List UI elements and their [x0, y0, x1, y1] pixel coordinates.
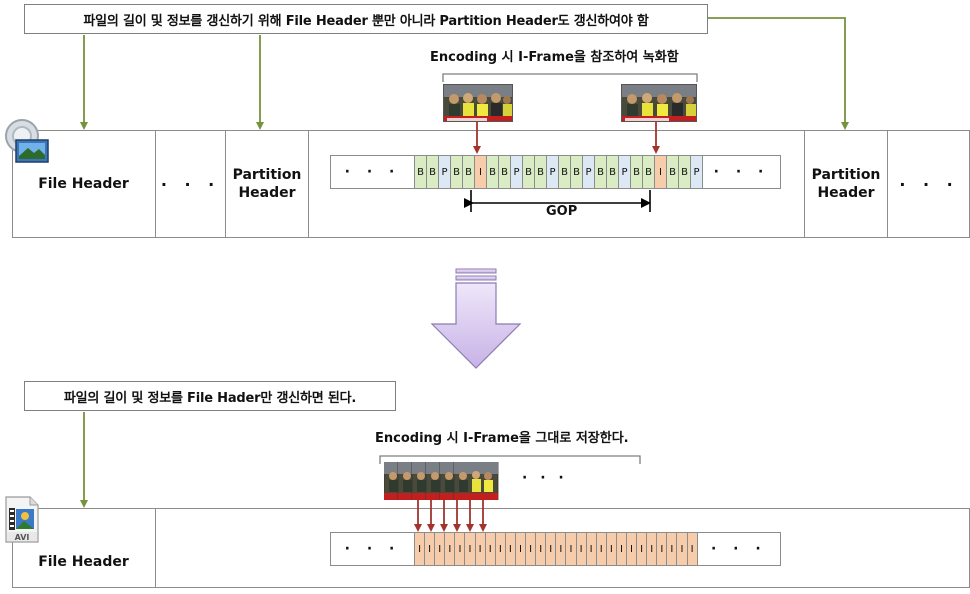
bottom-thumbnail-ellipsis: · · · — [522, 470, 568, 486]
bottom-frame-i-23: I — [646, 533, 657, 565]
top-partition-header-2: Partition Header — [804, 130, 887, 238]
bottom-frame-i-10: I — [514, 533, 526, 565]
top-frame-b-19: B — [642, 156, 654, 188]
bottom-frame-i-0: I — [414, 533, 425, 565]
transition-down-arrow-icon — [430, 268, 522, 370]
top-frame-p-2: P — [438, 156, 450, 188]
top-callout: 파일의 길이 및 정보를 갱신하기 위해 File Header 뿐만 아니라 … — [24, 4, 708, 34]
bottom-frame-i-1: I — [424, 533, 435, 565]
bottom-frame-i-2: I — [434, 533, 445, 565]
top-frame-p-23: P — [690, 156, 702, 188]
bottom-caption-bracket — [379, 455, 641, 464]
top-partition-header-1: Partition Header — [225, 130, 308, 238]
top-frame-b-9: B — [522, 156, 534, 188]
top-frame-p-14: P — [582, 156, 594, 188]
top-frame-p-8: P — [510, 156, 522, 188]
avi-file-icon: AVI — [4, 496, 42, 544]
bottom-frame-i-15: I — [565, 533, 576, 565]
bottom-frame-i-6: I — [474, 533, 485, 565]
top-frame-b-1: B — [426, 156, 438, 188]
bottom-frame-i-26: I — [676, 533, 687, 565]
bottom-frame-i-5: I — [464, 533, 475, 565]
top-frame-b-12: B — [558, 156, 570, 188]
bottom-frame-i-12: I — [535, 533, 546, 565]
bottom-frame-i-11: I — [525, 533, 536, 565]
bottom-frame-i-8: I — [494, 533, 505, 565]
bottom-thumbnail-stack — [383, 461, 514, 501]
top-frame-b-22: B — [678, 156, 690, 188]
top-green-connectors — [80, 17, 849, 130]
top-frame-b-4: B — [462, 156, 474, 188]
top-ellipsis-2: · · · — [887, 130, 970, 238]
bottom-frame-i-27: I — [686, 533, 697, 565]
partition-header-1-line2: Header — [238, 185, 296, 201]
top-frame-i-20: I — [654, 156, 666, 188]
top-frame-b-3: B — [450, 156, 462, 188]
gop-span-arrow — [464, 190, 651, 212]
bottom-encoding-caption: Encoding 시 I-Frame을 그대로 저장한다. — [375, 431, 629, 446]
bottom-frame-i-25: I — [666, 533, 677, 565]
top-thumbnail-2 — [621, 84, 697, 122]
bottom-frame-i-14: I — [555, 533, 566, 565]
bottom-strip-ellipsis-left: · · · — [344, 541, 401, 557]
connector-overlay — [80, 17, 849, 532]
camera-icon — [2, 118, 50, 166]
top-caption-bracket — [442, 73, 698, 82]
bottom-callout: 파일의 길이 및 정보를 File Hader만 갱신하면 된다. — [24, 381, 396, 411]
bottom-frame-i-22: I — [636, 533, 647, 565]
top-red-arrows — [473, 122, 660, 154]
bottom-frame-i-19: I — [605, 533, 616, 565]
bottom-frame-i-17: I — [585, 533, 596, 565]
top-frame-b-10: B — [534, 156, 546, 188]
bottom-frame-i-20: I — [615, 533, 626, 565]
partition-header-1-line1: Partition — [232, 167, 302, 183]
bottom-frame-i-16: I — [575, 533, 586, 565]
top-frame-b-13: B — [570, 156, 582, 188]
top-ellipsis-1: · · · — [155, 130, 225, 238]
top-frame-p-11: P — [546, 156, 558, 188]
top-frame-b-21: B — [666, 156, 678, 188]
bottom-frame-i-9: I — [504, 533, 515, 565]
bottom-frame-i-3: I — [444, 533, 455, 565]
top-encoding-caption: Encoding 시 I-Frame을 참조하여 녹화함 — [430, 50, 679, 65]
top-frame-b-6: B — [486, 156, 498, 188]
partition-header-2-line2: Header — [817, 185, 875, 201]
top-frame-p-17: P — [618, 156, 630, 188]
top-file-header: File Header — [38, 176, 129, 192]
top-strip-ellipsis-right: · · · — [702, 156, 780, 188]
bottom-strip-ellipsis-right: · · · — [696, 533, 780, 565]
bottom-red-arrows — [414, 500, 487, 532]
top-stream-section — [308, 130, 804, 238]
bottom-stream-section — [155, 508, 156, 588]
bottom-frame-i-21: I — [625, 533, 637, 565]
bottom-frame-i-18: I — [595, 533, 606, 565]
top-frame-i-5: I — [474, 156, 486, 188]
bottom-frame-i-24: I — [656, 533, 667, 565]
bottom-frame-i-4: I — [454, 533, 465, 565]
avi-label: AVI — [15, 533, 30, 542]
top-frame-b-15: B — [594, 156, 606, 188]
bottom-frame-i-7: I — [484, 533, 495, 565]
bottom-frame-i-13: I — [545, 533, 556, 565]
top-frame-b-16: B — [606, 156, 618, 188]
partition-header-2-line1: Partition — [811, 167, 881, 183]
top-frame-b-0: B — [414, 156, 426, 188]
top-thumbnail-1 — [443, 84, 513, 122]
top-frame-b-18: B — [630, 156, 642, 188]
top-strip-ellipsis-left: · · · — [344, 164, 401, 180]
bottom-file-header: File Header — [38, 554, 129, 570]
top-frame-b-7: B — [498, 156, 510, 188]
